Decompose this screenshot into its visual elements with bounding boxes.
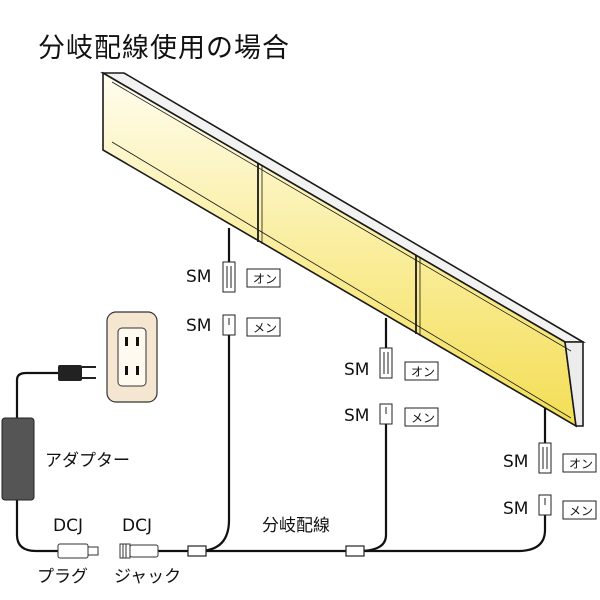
sm-connector-set-2: SM オン SM メン <box>344 347 439 427</box>
dcj-plug-icon <box>57 543 99 559</box>
sm-label: SM <box>186 267 211 287</box>
sm-connector-set-3: SM オン SM メン <box>503 442 597 520</box>
female-tag: メン <box>569 504 593 518</box>
led-light-bar <box>100 71 586 428</box>
dcj-jack-label: ジャック <box>114 567 181 587</box>
ac-adapter <box>1 417 35 501</box>
sm-male-connector-icon <box>222 261 236 293</box>
sm-label: SM <box>344 406 369 426</box>
branch-wiring-label: 分岐配線 <box>262 516 330 536</box>
male-tag: オン <box>253 272 277 286</box>
sm-label: SM <box>344 360 369 380</box>
dcj-plug-code-label: DCJ <box>53 516 83 536</box>
diagram-title: 分岐配線使用の場合 <box>38 33 290 64</box>
segment-joint-1 <box>257 163 263 244</box>
dcj-plug-label: プラグ <box>37 567 88 587</box>
male-tag: オン <box>569 457 593 471</box>
junction-sleeve-2 <box>345 545 365 557</box>
wall-outlet <box>106 311 158 403</box>
sm-female-connector-icon <box>379 403 393 425</box>
junction-sleeve-1 <box>187 545 207 557</box>
segment-joint-2 <box>415 255 421 336</box>
sm-connector-set-1: SM オン SM メン <box>186 261 281 337</box>
sm-female-connector-icon <box>538 494 552 516</box>
sm-female-connector-icon <box>222 314 236 336</box>
male-tag: オン <box>411 365 435 379</box>
female-tag: メン <box>253 321 277 335</box>
dcj-jack-code-label: DCJ <box>122 516 152 536</box>
sm-label: SM <box>186 316 211 336</box>
sm-male-connector-icon <box>379 347 393 379</box>
dcj-jack-icon <box>119 543 159 559</box>
sm-label: SM <box>503 499 528 519</box>
power-plug-icon <box>58 365 96 381</box>
female-tag: メン <box>411 411 435 425</box>
sm-male-connector-icon <box>538 442 552 474</box>
adapter-label: アダプター <box>45 451 130 471</box>
sm-label: SM <box>503 452 528 472</box>
